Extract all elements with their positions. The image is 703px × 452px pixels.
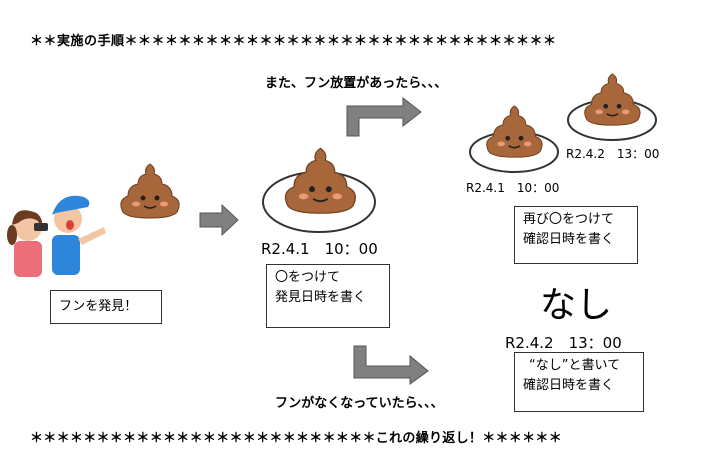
branch-yes-line-1: 再び〇をつけて xyxy=(523,212,615,227)
branch-no-line-1: “なし”と書いて xyxy=(529,358,621,373)
arrow-right-icon xyxy=(199,203,239,237)
branch-no-datetime: R2.4.2 13：00 xyxy=(505,334,622,352)
people-illustration xyxy=(7,195,106,277)
poop-circled-second xyxy=(567,73,657,141)
arrow-elbow-down-icon xyxy=(353,345,429,385)
poop-circled-first xyxy=(469,105,559,173)
branch-no-line-2: 確認日時を書く xyxy=(523,378,615,393)
nashi-big-text: なし xyxy=(540,285,613,326)
branch-yes-line-2: 確認日時を書く xyxy=(523,232,615,247)
branch-yes-instruction-box: 再び〇をつけて 確認日時を書く xyxy=(514,206,638,264)
branch-no-label: フンがなくなっていたら、、、 xyxy=(275,396,444,411)
branch-no-instruction-box: “なし”と書いて 確認日時を書く xyxy=(514,352,644,412)
step2-datetime: R2.4.1 10：00 xyxy=(261,240,378,258)
branch-yes-datetime-second: R2.4.2 13：00 xyxy=(566,147,660,161)
step2-line-1: 〇をつけて xyxy=(275,270,341,285)
step2-instruction-box: 〇をつけて 発見日時を書く xyxy=(266,264,390,328)
footer-line: ＊＊＊＊＊＊＊＊＊＊＊＊＊＊＊＊＊＊＊＊＊＊＊＊＊＊これの繰り返し！＊＊＊＊＊＊ xyxy=(30,431,563,446)
branch-yes-datetime-first: R2.4.1 10：00 xyxy=(466,181,560,195)
arrow-elbow-up-icon xyxy=(346,96,422,137)
branch-yes-label: また、フン放置があったら、、、 xyxy=(265,76,448,91)
step1-caption: フンを発見！ xyxy=(59,299,138,314)
step1-caption-box: フンを発見！ xyxy=(50,290,162,324)
header-line: ＊＊実施の手順＊＊＊＊＊＊＊＊＊＊＊＊＊＊＊＊＊＊＊＊＊＊＊＊＊＊＊＊＊＊＊＊ xyxy=(30,34,557,49)
poop-icon-start xyxy=(120,163,180,219)
poop-circled-step2 xyxy=(262,147,376,233)
step2-line-2: 発見日時を書く xyxy=(275,290,367,305)
